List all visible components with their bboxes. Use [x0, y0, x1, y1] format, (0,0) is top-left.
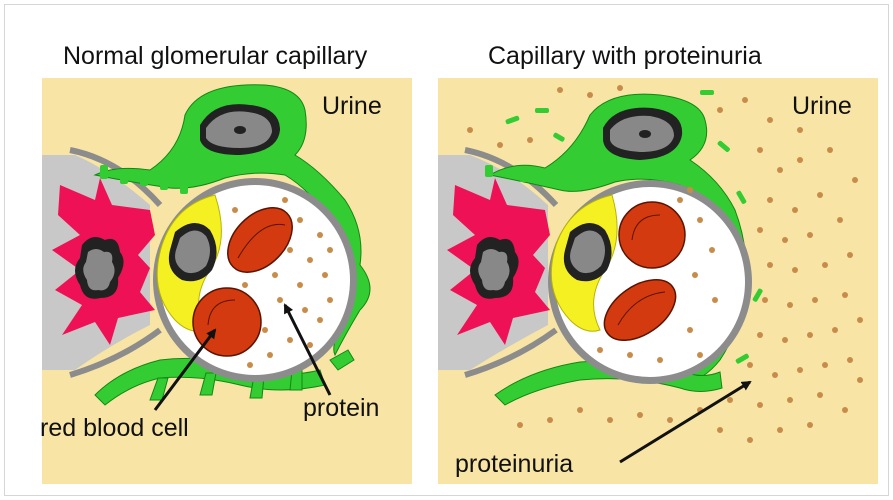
- left-urine-label: Urine: [322, 92, 382, 121]
- right-panel-title: Capillary with proteinuria: [488, 42, 762, 71]
- left-panel-title: Normal glomerular capillary: [63, 42, 367, 71]
- right-urine-label: Urine: [792, 92, 852, 121]
- right-red-blood-cell-1: [619, 202, 685, 268]
- protein-label: protein: [303, 394, 379, 423]
- red-blood-cell-label: red blood cell: [40, 414, 189, 443]
- right-panel: [438, 78, 878, 484]
- proteinuria-label: proteinuria: [455, 450, 573, 479]
